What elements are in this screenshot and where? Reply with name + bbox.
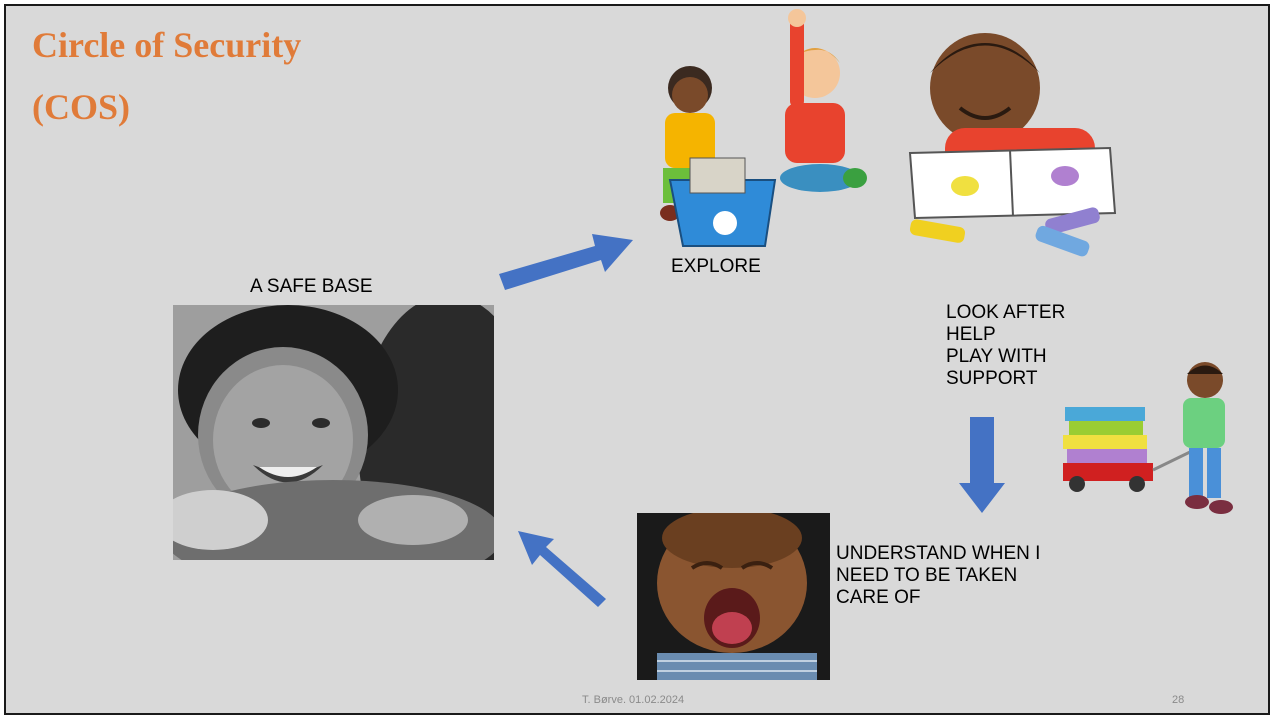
mother-child-hug-photo bbox=[173, 305, 494, 560]
support-line-3: PLAY WITH bbox=[946, 346, 1047, 367]
arrow-up-left-icon bbox=[518, 531, 606, 607]
slide-number: 28 bbox=[1172, 694, 1185, 706]
support-line-4: SUPPORT bbox=[946, 368, 1038, 389]
footer-author-date: T. Børve. 01.02.2024 bbox=[582, 694, 685, 706]
understand-line-1: UNDERSTAND WHEN I bbox=[836, 543, 1041, 564]
explore-label: EXPLORE bbox=[671, 256, 761, 277]
support-list: LOOK AFTER HELP PLAY WITH SUPPORT bbox=[946, 302, 1065, 390]
title-line-2: (COS) bbox=[32, 87, 130, 127]
support-line-1: LOOK AFTER bbox=[946, 302, 1066, 323]
children-exploring-illustration bbox=[660, 9, 1117, 257]
crying-child-photo bbox=[637, 513, 830, 680]
boy-with-book-wagon-illustration bbox=[1063, 362, 1233, 514]
arrow-up-right-icon bbox=[499, 234, 633, 290]
crying-child-image bbox=[637, 513, 830, 680]
understand-line-2: NEED TO BE TAKEN bbox=[836, 565, 1018, 586]
slide-title: Circle of Security (COS) bbox=[32, 14, 301, 138]
arrow-down-icon bbox=[959, 417, 1005, 513]
mother-child-hug-image bbox=[173, 305, 494, 560]
understand-text: UNDERSTAND WHEN I NEED TO BE TAKEN CARE … bbox=[836, 543, 1040, 609]
safe-base-label: A SAFE BASE bbox=[250, 276, 373, 297]
support-line-2: HELP bbox=[946, 324, 996, 345]
title-line-1: Circle of Security bbox=[32, 25, 302, 65]
understand-line-3: CARE OF bbox=[836, 587, 921, 608]
